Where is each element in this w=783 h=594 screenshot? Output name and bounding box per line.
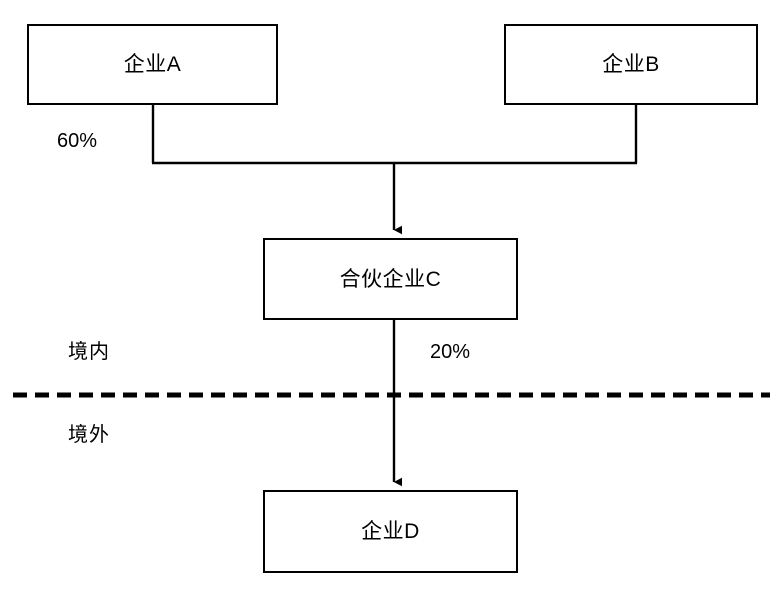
zone-label-overseas: 境外 (68, 424, 110, 446)
node-enterprise-d-label: 企业D (361, 520, 420, 543)
node-enterprise-d[interactable]: 企业D (263, 490, 518, 573)
edge-label-c-to-d: 20% (430, 341, 471, 363)
node-partnership-c-label: 合伙企业C (339, 267, 442, 291)
node-enterprise-a[interactable]: 企业A (27, 24, 278, 105)
zone-label-domestic: 境内 (68, 341, 110, 363)
node-partnership-c[interactable]: 合伙企业C (263, 238, 518, 320)
node-enterprise-b[interactable]: 企业B (504, 24, 758, 105)
node-enterprise-a-label: 企业A (123, 53, 182, 76)
node-enterprise-b-label: 企业B (602, 53, 660, 76)
edge-label-a-to-c: 60% (57, 130, 98, 152)
